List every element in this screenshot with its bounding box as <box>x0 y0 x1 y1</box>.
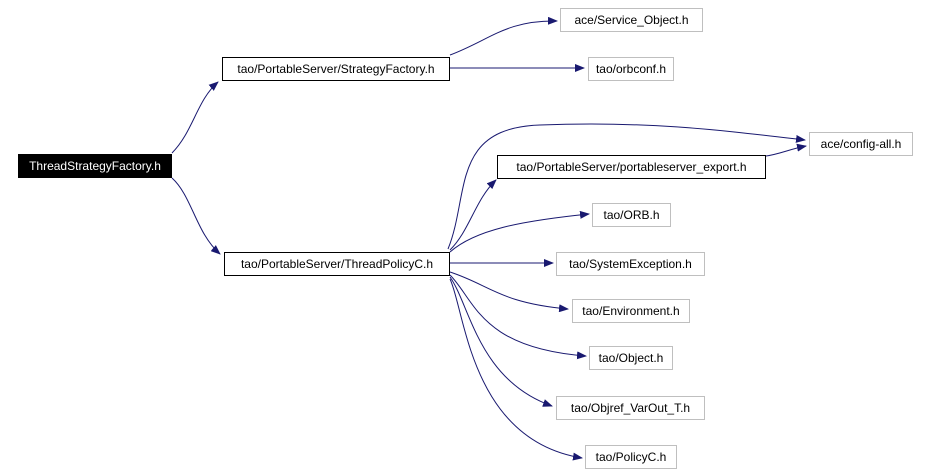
node-config-all[interactable]: ace/config-all.h <box>809 132 913 156</box>
edge-strategy-factory-to-service-object <box>449 16 558 56</box>
node-orb[interactable]: tao/ORB.h <box>592 203 671 227</box>
node-strategy-factory[interactable]: tao/PortableServer/StrategyFactory.h <box>222 57 450 81</box>
node-thread-strategy-factory[interactable]: ThreadStrategyFactory.h <box>18 154 172 178</box>
edge-thread-policy-to-config-all <box>447 123 806 250</box>
edge-ps-export-to-config-all <box>765 143 807 157</box>
node-objref-varout[interactable]: tao/Objref_VarOut_T.h <box>556 396 705 420</box>
node-system-exception[interactable]: tao/SystemException.h <box>556 252 705 276</box>
edge-thread-policy-to-object <box>449 274 587 360</box>
edge-thread-policy-to-ps-export <box>449 179 497 251</box>
node-orbconf[interactable]: tao/orbconf.h <box>588 57 674 81</box>
node-portableserver-export[interactable]: tao/PortableServer/portableserver_export… <box>497 155 766 179</box>
edge-thread-policy-to-environment <box>449 271 569 313</box>
node-policyc[interactable]: tao/PolicyC.h <box>585 445 677 469</box>
node-object[interactable]: tao/Object.h <box>589 346 673 370</box>
edge-root-to-thread-policy <box>171 177 221 255</box>
node-thread-policy[interactable]: tao/PortableServer/ThreadPolicyC.h <box>224 252 450 276</box>
edge-thread-policy-to-orb <box>449 210 590 253</box>
edge-thread-policy-to-policyc <box>449 278 583 461</box>
edge-root-to-strategy-factory <box>171 81 219 154</box>
node-service-object[interactable]: ace/Service_Object.h <box>560 8 703 32</box>
node-environment[interactable]: tao/Environment.h <box>572 299 690 323</box>
edge-thread-policy-to-objref-varout <box>449 276 553 407</box>
